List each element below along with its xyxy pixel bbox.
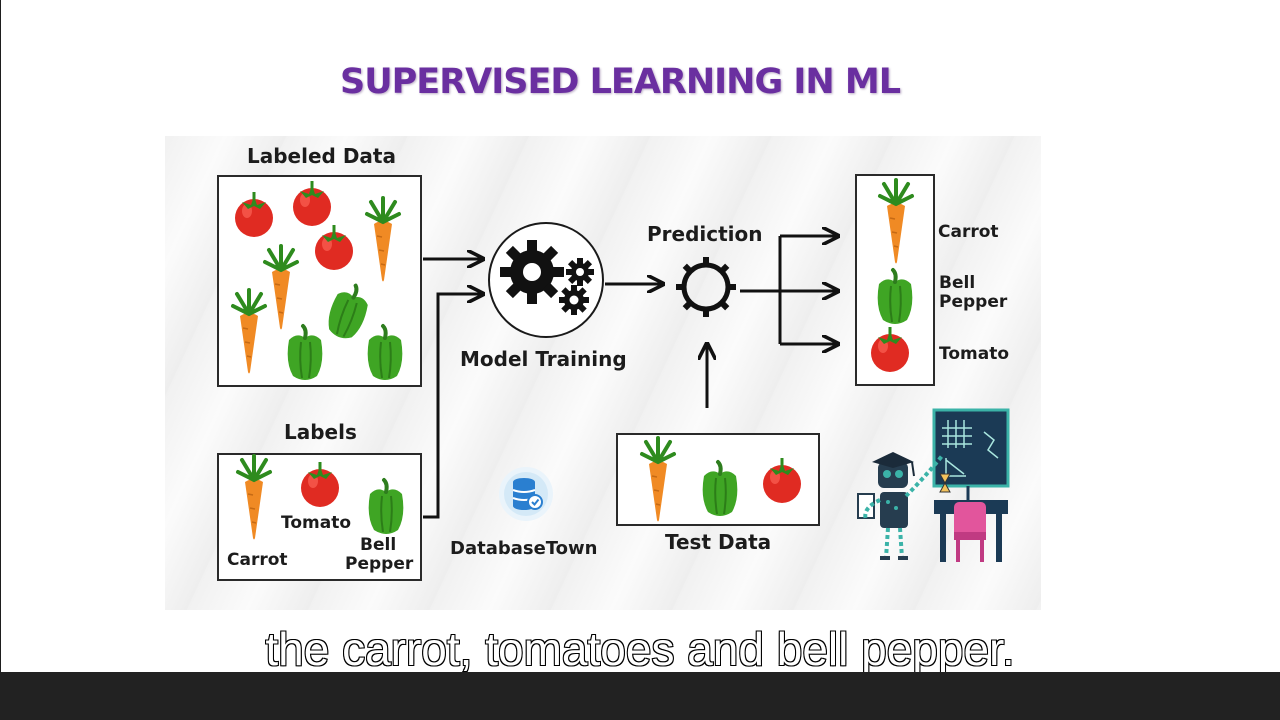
label-carrot: Carrot (227, 550, 288, 570)
arrow-labels-to-model (423, 294, 483, 519)
labeled-vegetables (231, 181, 405, 382)
labels-heading: Labels (284, 420, 357, 444)
output-bell: Bell (939, 273, 976, 293)
label-bell: Bell (360, 535, 397, 555)
bell-pepper-icon (875, 268, 915, 326)
carrot-icon (231, 288, 267, 376)
test-data-label: Test Data (665, 530, 772, 554)
database-icon (499, 467, 553, 521)
tomato-icon (235, 192, 273, 237)
carrot-icon (878, 178, 914, 266)
label-pepper: Pepper (345, 554, 414, 574)
labeled-data-heading: Labeled Data (247, 144, 396, 168)
video-bottom-bar (0, 672, 1280, 720)
tomato-icon (871, 327, 909, 372)
label-tomato: Tomato (281, 513, 352, 533)
prediction-label: Prediction (647, 222, 763, 246)
model-training-label: Model Training (460, 347, 627, 371)
output-pepper: Pepper (939, 292, 1008, 312)
gears-icon (488, 222, 604, 338)
gear-icon (676, 257, 736, 317)
carrot-icon (365, 196, 401, 284)
bell-pepper-icon (285, 324, 325, 382)
brand-name: DatabaseTown (450, 538, 598, 559)
robot-teacher-icon (857, 408, 1010, 562)
bell-pepper-icon (320, 278, 376, 345)
carrot-icon (640, 436, 676, 524)
carrot-icon (236, 454, 272, 542)
subtitle-caption: the carrot, tomatoes and bell pepper. (264, 622, 1015, 676)
tomato-icon (301, 462, 339, 507)
carrot-icon (263, 244, 299, 332)
tomato-icon (315, 225, 353, 270)
page-title: SUPERVISED LEARNING IN ML (340, 62, 901, 102)
bell-pepper-icon (366, 478, 406, 536)
output-carrot: Carrot (938, 222, 999, 242)
bell-pepper-icon (365, 324, 405, 382)
tomato-icon (293, 181, 331, 226)
left-edge-line (0, 0, 1, 672)
bell-pepper-icon (700, 460, 740, 518)
tomato-icon (763, 458, 801, 503)
output-tomato: Tomato (939, 344, 1010, 364)
flow-arrows (423, 236, 838, 519)
